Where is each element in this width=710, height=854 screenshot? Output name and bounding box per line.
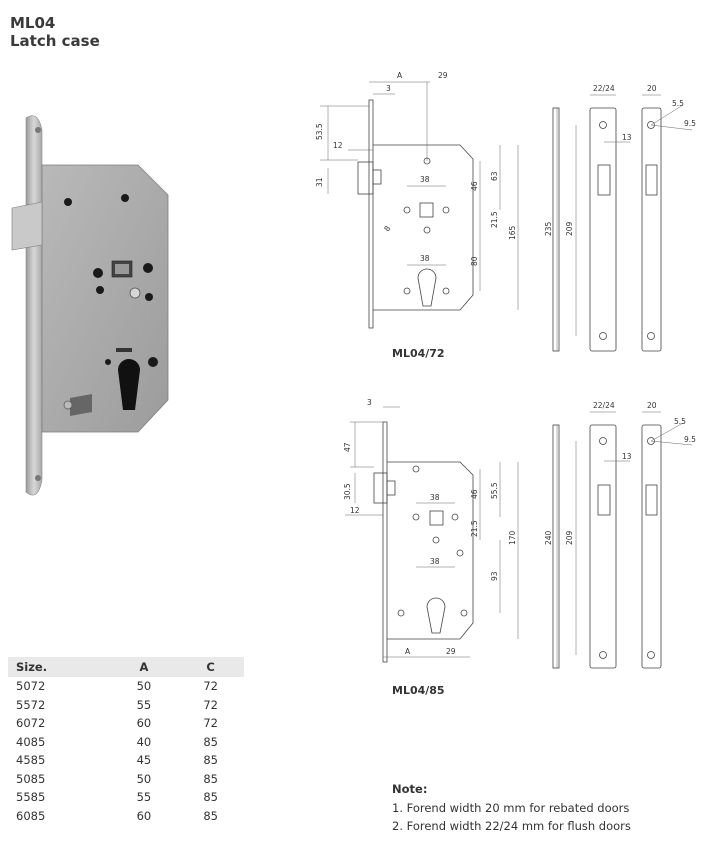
cell-a: 60	[136, 808, 152, 823]
column-header-a: A	[110, 657, 178, 677]
cell-size: 5085	[16, 771, 46, 786]
model-name: ML04	[10, 14, 56, 32]
cell-c: 85	[203, 790, 218, 805]
dim-47: 47	[343, 442, 352, 452]
dim-9-5: 9.5	[684, 119, 696, 128]
dim-29: 29	[446, 647, 456, 656]
cell-a: 45	[136, 753, 152, 768]
cell-c: 72	[203, 716, 218, 731]
dim-46: 46	[470, 181, 479, 191]
dim-3: 3	[367, 398, 372, 407]
dim-29: 29	[438, 71, 448, 80]
dim-93: 93	[490, 571, 499, 581]
dim-63: 63	[490, 171, 499, 181]
cell-a: 50	[136, 771, 152, 786]
table-header-row: Size. A C	[8, 657, 244, 677]
cell-c: 85	[203, 771, 218, 786]
dim-55-5: 55.5	[490, 482, 499, 499]
cell-c: 72	[203, 697, 218, 712]
dim-22-24: 22/24	[593, 84, 615, 93]
dim-13: 13	[622, 133, 632, 142]
dim-38-bottom: 38	[420, 254, 430, 263]
dim-12: 12	[333, 141, 343, 150]
dim-21-5: 21.5	[490, 211, 499, 228]
dim-22-24: 22/24	[593, 401, 615, 410]
cell-size: 5072	[16, 679, 46, 694]
cell-a: 60	[136, 716, 152, 731]
dim-a: A	[405, 647, 411, 656]
dim-209: 209	[565, 530, 574, 545]
caption-ml04-85: ML04/85	[392, 684, 445, 697]
cell-a: 55	[136, 697, 152, 712]
cell-size: 6085	[16, 808, 46, 823]
dim-30-5: 30.5	[343, 483, 352, 500]
dim-235: 235	[544, 221, 553, 236]
note-item: 2. Forend width 22/24 mm for flush doors	[392, 819, 631, 833]
dim-3: 3	[386, 84, 391, 93]
cell-size: 4085	[16, 734, 46, 749]
dim-5-5: 5.5	[672, 99, 684, 108]
dim-209: 209	[565, 221, 574, 236]
dim-165: 165	[508, 225, 517, 240]
dim-13: 13	[622, 452, 632, 461]
dim-38-top: 38	[430, 493, 440, 502]
cell-size: 5572	[16, 697, 46, 712]
note-block: Note: 1. Forend width 20 mm for rebated …	[392, 780, 631, 836]
dim-a: A	[397, 71, 403, 80]
dim-31: 31	[315, 177, 324, 187]
cell-c: 85	[203, 734, 218, 749]
dim-12: 12	[350, 506, 360, 515]
dim-38-bottom: 38	[430, 557, 440, 566]
dim-53-5: 53.5	[315, 123, 324, 140]
dim-46: 46	[470, 489, 479, 499]
cell-c: 85	[203, 753, 218, 768]
caption-ml04-72: ML04/72	[392, 347, 445, 360]
dim-20: 20	[647, 401, 657, 410]
cell-c: 85	[203, 808, 218, 823]
dim-21-5: 21.5	[470, 520, 479, 537]
dim-20: 20	[647, 84, 657, 93]
dim-80: 80	[470, 256, 479, 266]
cell-size: 4585	[16, 753, 46, 768]
drawing-ml04-72: A 29 3 53.5 12 31 38 8 46 63 21.5 80 165…	[315, 71, 696, 352]
product-title: ML04 Latch case	[10, 14, 100, 50]
product-subtitle: Latch case	[10, 32, 100, 50]
dim-170: 170	[508, 530, 517, 545]
drawing-ml04-85: 3 47 30.5 12 38 46 55.5 21.5 170 38 93 A…	[343, 398, 696, 669]
cell-a: 50	[136, 679, 152, 694]
note-title: Note:	[392, 782, 428, 796]
column-header-size: Size.	[8, 657, 111, 677]
dim-5-5: 5.5	[674, 417, 686, 426]
dim-9-5: 9.5	[684, 435, 696, 444]
latch-case-photo	[11, 115, 169, 496]
cell-c: 72	[203, 679, 218, 694]
cell-a: 40	[136, 734, 152, 749]
dim-8: 8	[382, 224, 392, 233]
cell-size: 5585	[16, 790, 46, 805]
dim-240: 240	[544, 530, 553, 545]
column-header-c: C	[177, 657, 244, 677]
cell-a: 55	[136, 790, 152, 805]
dim-38-top: 38	[420, 175, 430, 184]
cell-size: 6072	[16, 716, 46, 731]
note-item: 1. Forend width 20 mm for rebated doors	[392, 800, 630, 815]
